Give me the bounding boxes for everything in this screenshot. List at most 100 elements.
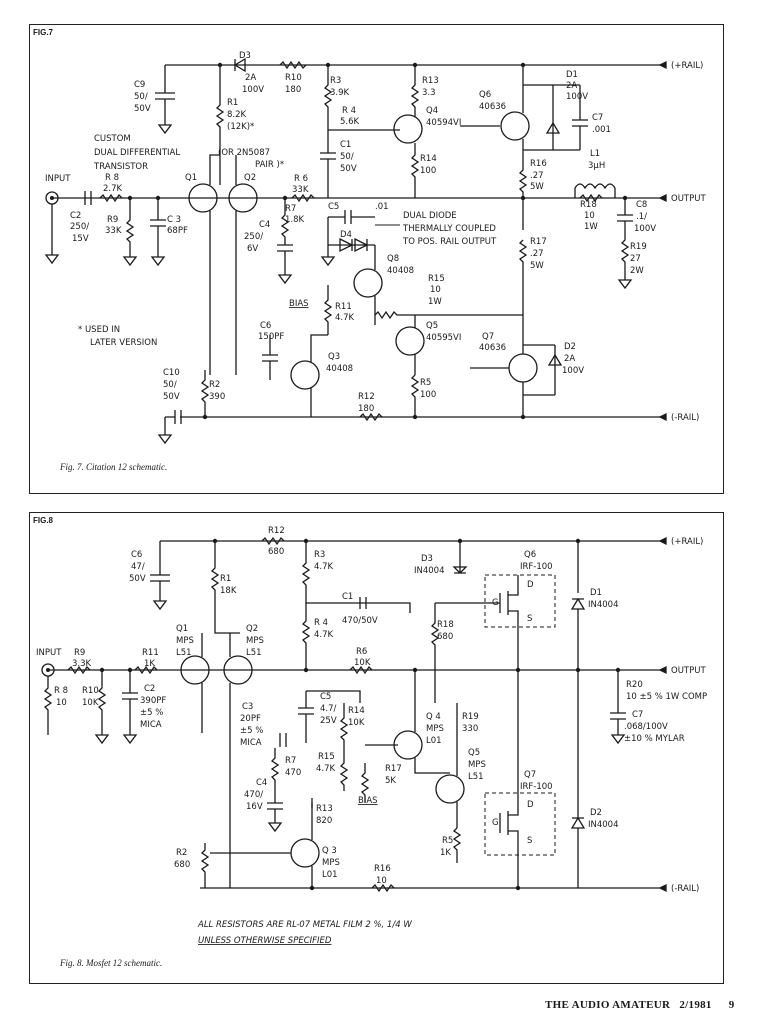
fig8-r3: R3 bbox=[314, 550, 325, 560]
fig8-r6: R6 bbox=[356, 647, 367, 657]
fig7-d3-value: 2A bbox=[245, 73, 256, 83]
fig8-input-label: INPUT bbox=[36, 648, 62, 658]
fig8-q5: Q5 bbox=[468, 748, 480, 758]
fig7-rail-pos: (+RAIL) bbox=[671, 61, 703, 71]
fig8-q1-value2: L51 bbox=[176, 648, 192, 658]
fig7-d3: D3 bbox=[239, 51, 251, 61]
fig7-r11: R11 bbox=[335, 302, 352, 312]
fig7-r15: R15 bbox=[428, 274, 445, 284]
fig7-dual-diode: DUAL DIODE bbox=[403, 211, 457, 221]
fig8-q3-value: MPS bbox=[322, 858, 340, 868]
fig7-c3: C 3 bbox=[167, 215, 181, 225]
fig8-r17-value: 5K bbox=[385, 776, 396, 786]
fig7-r9-value: 33K bbox=[105, 226, 122, 236]
fig7-r12-value: 180 bbox=[358, 404, 374, 414]
fig8-c3-value: 20PF bbox=[240, 714, 261, 724]
fig7-r19: R19 bbox=[630, 242, 647, 252]
fig8-r8: R 8 bbox=[54, 686, 68, 696]
fig7-q8-value: 40408 bbox=[387, 266, 414, 276]
fig7-c2-voltage: 15V bbox=[72, 234, 89, 244]
fig8-rail-neg: (-RAIL) bbox=[671, 884, 699, 894]
fig7-c8-value: .1/ bbox=[636, 212, 647, 222]
fig7-dual-diff: DUAL DIFFERENTIAL bbox=[94, 148, 180, 158]
fig8-c6-value: 47/ bbox=[131, 562, 145, 572]
fig7-rail-neg: (-RAIL) bbox=[671, 413, 699, 423]
fig7-l1: L1 bbox=[590, 149, 600, 159]
fig7-r17-watt: 5W bbox=[530, 261, 544, 271]
fig7-r14: R14 bbox=[420, 154, 437, 164]
fig8-r4-value: 4.7K bbox=[314, 630, 334, 640]
fig7-d1-voltage: 100V bbox=[566, 92, 588, 102]
fig8-q5-value: MPS bbox=[468, 760, 486, 770]
fig7-c2: C2 bbox=[70, 211, 81, 221]
fig7-r1-alt: (12K)* bbox=[227, 122, 254, 132]
fig7-c1-value: 50/ bbox=[340, 152, 354, 162]
fig7-c4-voltage: 6V bbox=[247, 244, 258, 254]
fig8-c2: C2 bbox=[144, 684, 155, 694]
fig8-output-label: OUTPUT bbox=[671, 666, 706, 676]
fig7-r16-watt: 5W bbox=[530, 182, 544, 192]
fig8-r15: R15 bbox=[318, 752, 335, 762]
fig7-r7-value: 1.8K bbox=[285, 215, 305, 225]
fig7-q8: Q8 bbox=[387, 254, 399, 264]
fig7-c8-voltage: 100V bbox=[634, 224, 656, 234]
fig7-q5-value: 40595VI bbox=[426, 333, 461, 343]
fig7-to-pos: TO POS. RAIL OUTPUT bbox=[402, 237, 497, 247]
page-number: 9 bbox=[728, 999, 735, 1011]
issue-number: 2/1981 bbox=[679, 999, 712, 1011]
fig7-r17: R17 bbox=[530, 237, 547, 247]
fig8-q2-value: MPS bbox=[246, 636, 264, 646]
fig8-r18-value: 680 bbox=[437, 632, 453, 642]
fig7-c9: C9 bbox=[134, 80, 145, 90]
fig8-r7: R7 bbox=[285, 756, 296, 766]
fig7-r7: R7 bbox=[285, 204, 296, 214]
fig7-c5-value: .01 bbox=[375, 202, 389, 212]
fig7-c9-value: 50/ bbox=[134, 92, 148, 102]
fig8-d2: D2 bbox=[590, 808, 602, 818]
fig7-r4: R 4 bbox=[342, 106, 356, 116]
fig8-rail-pos: (+RAIL) bbox=[671, 537, 703, 547]
fig8-c7: C7 bbox=[632, 710, 643, 720]
fig8-q1-value: MPS bbox=[176, 636, 194, 646]
fig8-c7-value: .068/100V bbox=[624, 722, 668, 732]
fig8-c2-type: MICA bbox=[140, 720, 162, 730]
fig8-r18: R18 bbox=[437, 620, 454, 630]
fig7-r9: R9 bbox=[107, 215, 118, 225]
fig7-c3-value: 68PF bbox=[167, 226, 188, 236]
fig8-q4: Q 4 bbox=[426, 712, 441, 722]
fig7-c2-value: 250/ bbox=[70, 222, 89, 232]
fig7-r11-value: 4.7K bbox=[335, 313, 355, 323]
fig8-q5-value2: L51 bbox=[468, 772, 484, 782]
fig7-r3: R3 bbox=[330, 76, 341, 86]
fig8-r12-value: 680 bbox=[268, 547, 284, 557]
fig7-r2: R2 bbox=[209, 380, 220, 390]
fig7-r1: R1 bbox=[227, 98, 238, 108]
fig7-d1: D1 bbox=[566, 70, 578, 80]
fig7-later: LATER VERSION bbox=[90, 338, 157, 348]
fig7-r10-value: 180 bbox=[285, 85, 301, 95]
fig7-r8: R 8 bbox=[105, 173, 119, 183]
fig7-input-label: INPUT bbox=[45, 174, 71, 184]
fig8-c3-type: MICA bbox=[240, 738, 262, 748]
fig8-r11: R11 bbox=[142, 648, 159, 658]
fig8-r9-value: 3.3K bbox=[72, 659, 92, 669]
fig7-c10: C10 bbox=[163, 368, 180, 378]
fig7-c5: C5 bbox=[328, 202, 339, 212]
fig7-r18: R18 bbox=[580, 200, 597, 210]
fig8-schematic: INPUT OUTPUT (+RAIL) (-RAIL) BIAS ALL RE… bbox=[36, 526, 707, 946]
fig8-c5-value: 4.7/ bbox=[320, 704, 337, 714]
fig8-r7-value: 470 bbox=[285, 768, 301, 778]
fig7-r5-value: 100 bbox=[420, 390, 436, 400]
fig7-q3-value: 40408 bbox=[326, 364, 353, 374]
fig8-d3-value: IN4004 bbox=[414, 566, 445, 576]
fig7-transistor: TRANSISTOR bbox=[93, 162, 148, 172]
fig8-c6-voltage: 50V bbox=[129, 574, 146, 584]
fig7-q1: Q1 bbox=[185, 173, 197, 183]
fig7-caption: Fig. 7. Citation 12 schematic. bbox=[60, 462, 168, 472]
fig7-d2-voltage: 100V bbox=[562, 366, 584, 376]
fig8-q3-value2: L01 bbox=[322, 870, 338, 880]
fig7-r1-value: 8.2K bbox=[227, 110, 247, 120]
fig8-r12: R12 bbox=[268, 526, 285, 536]
fig8-panel: FIG.8 Fig. 8. Mosfet 12 schematic. bbox=[29, 512, 724, 984]
fig8-q7: Q7 bbox=[524, 770, 536, 780]
